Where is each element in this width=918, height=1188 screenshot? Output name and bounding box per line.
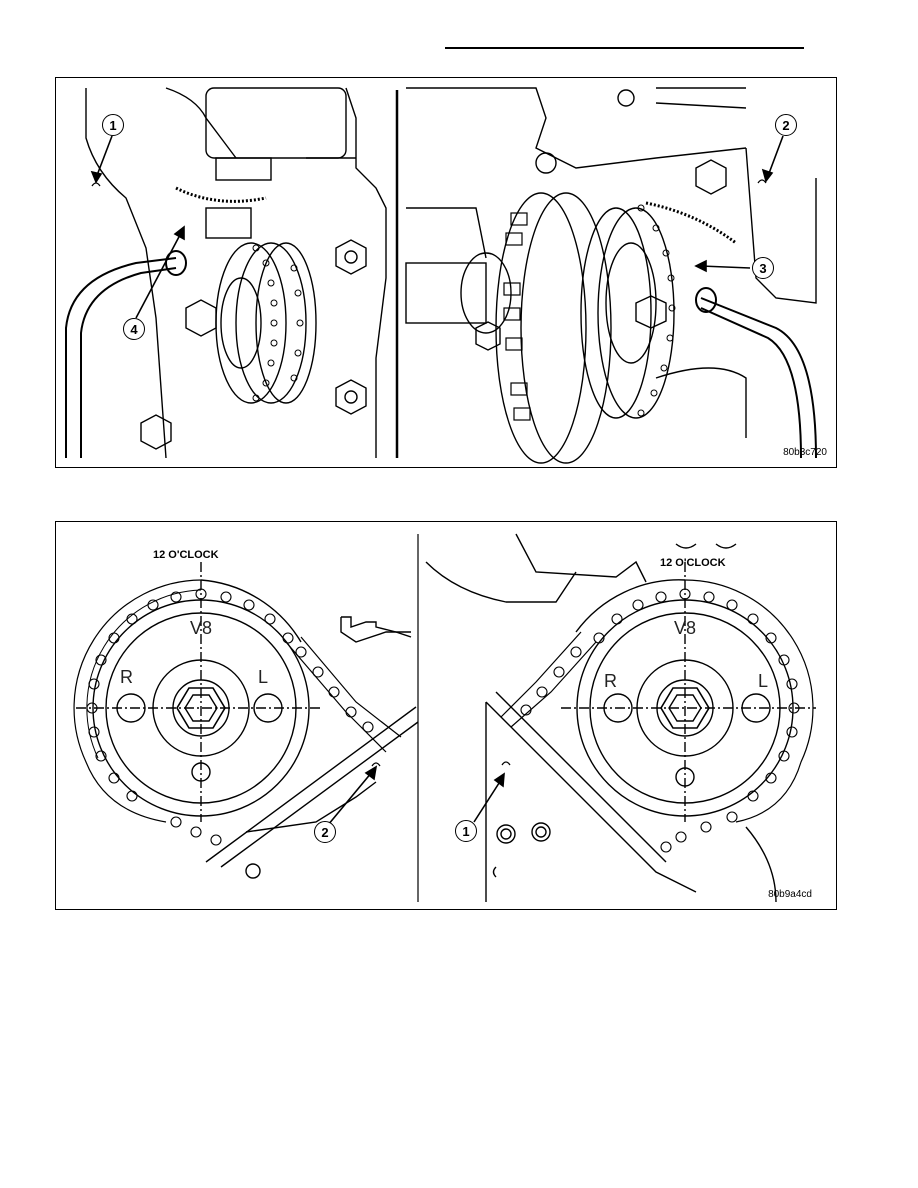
gear-left-left-label: R bbox=[120, 667, 133, 687]
callout-3: 3 bbox=[752, 257, 774, 279]
figure-top-illustration bbox=[65, 87, 817, 464]
gear-right-right-label: L bbox=[758, 671, 769, 691]
callout-4: 4 bbox=[123, 318, 145, 340]
gear-left-top-label: V8 bbox=[190, 618, 213, 638]
figure-top-camshaft-marks: 1 2 3 4 80b3c720 bbox=[55, 77, 837, 468]
callout-1: 1 bbox=[455, 820, 477, 842]
figure-bottom-illustration bbox=[73, 533, 816, 903]
header-rule bbox=[445, 47, 804, 49]
figure-code: 80b9a4cd bbox=[768, 889, 812, 900]
twelve-oclock-label-right: 12 O'CLOCK bbox=[660, 557, 726, 569]
figure-code: 80b3c720 bbox=[783, 447, 827, 458]
callout-1: 1 bbox=[102, 114, 124, 136]
callout-2: 2 bbox=[314, 821, 336, 843]
twelve-oclock-label-left: 12 O'CLOCK bbox=[153, 549, 219, 561]
gear-left-right-label: L bbox=[258, 667, 269, 687]
figure-bottom-twelve-oclock-alignment: 12 O'CLOCK 12 O'CLOCK V8 R L V8 R L 2 1 … bbox=[55, 521, 837, 910]
callout-2: 2 bbox=[775, 114, 797, 136]
gear-right-top-label: V8 bbox=[674, 618, 697, 638]
gear-right-left-label: R bbox=[604, 671, 617, 691]
